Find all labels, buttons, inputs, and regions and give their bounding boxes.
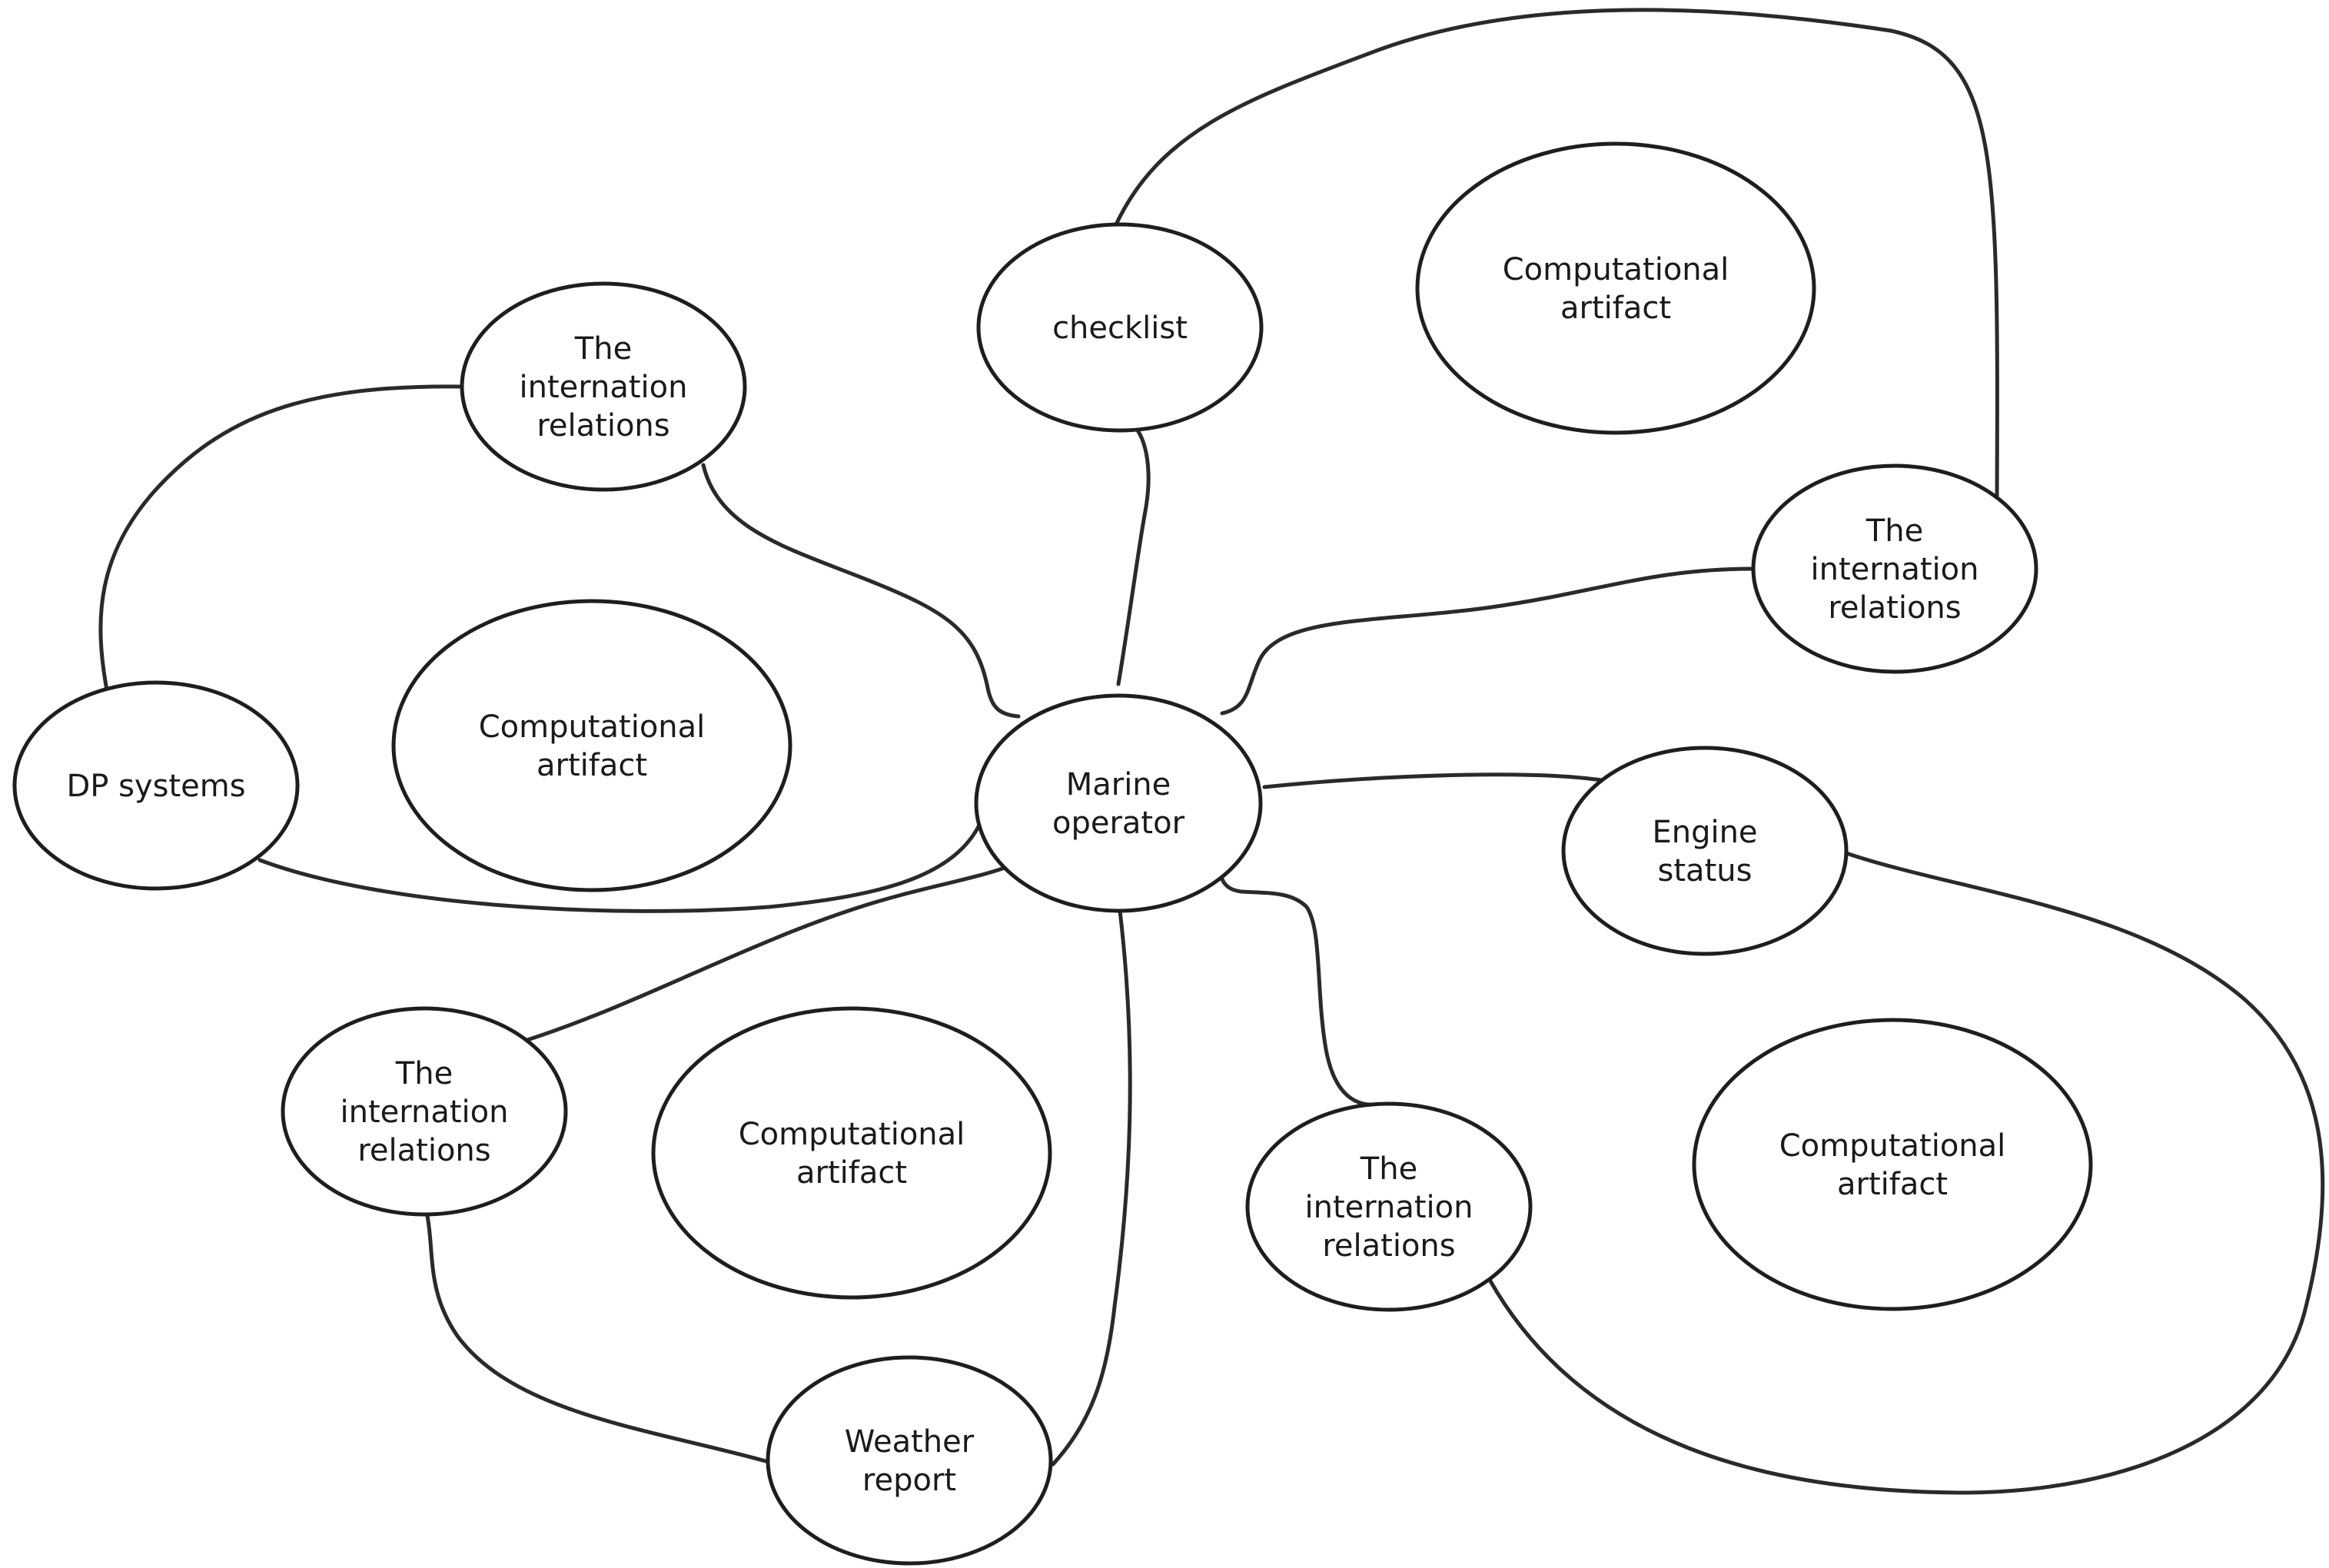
node-label-line: status (1658, 853, 1753, 889)
node-label-line: artifact (796, 1155, 907, 1191)
node-label-line: checklist (1052, 311, 1188, 346)
edge-center-to-ir-bottom-mid (1218, 859, 1380, 1107)
node-label-line: artifact (1560, 291, 1671, 326)
node-label-line: operator (1052, 806, 1185, 841)
node-label-line: relations (537, 408, 669, 443)
node-label-line: Engine (1652, 815, 1757, 850)
node-ellipse (651, 1006, 1052, 1300)
node-label-line: internation (1811, 552, 1979, 587)
node-center: Marine operator (974, 693, 1263, 913)
node-ellipse (1415, 141, 1816, 435)
edge-dp-systems-to-center (257, 812, 986, 913)
node-label-line: Weather (845, 1424, 975, 1460)
node-label-line: relations (1828, 590, 1961, 626)
node-label-line: The (1866, 513, 1923, 549)
node-label-line: relations (357, 1133, 490, 1168)
edge-center-to-engine-status (1262, 772, 1609, 789)
node-label-line: Computational (479, 709, 706, 745)
edge-center-to-ir-bottom-left (525, 860, 1021, 1042)
node-label-line: internation (341, 1095, 509, 1130)
node-label-line: The (574, 331, 632, 367)
edge-center-to-weather-report (1051, 909, 1132, 1467)
node-ellipse (391, 599, 792, 892)
node-ellipse (766, 1355, 1053, 1566)
node-ca-top-right: Computational artifact (1415, 141, 1816, 435)
edges-layer (98, 8, 2325, 1495)
node-label-line: Computational (1779, 1128, 2006, 1164)
node-label-line: DP systems (66, 769, 245, 804)
node-ellipse (1561, 746, 1849, 956)
node-label-line: artifact (537, 748, 647, 783)
node-dp-systems: DP systems (12, 680, 300, 891)
edge-center-to-ir-right (1220, 566, 1755, 716)
edge-center-to-checklist (1116, 428, 1151, 686)
node-ellipse (12, 680, 300, 891)
nodes-layer: MarineoperatorchecklistComputationalarti… (12, 141, 2093, 1566)
node-label-line: internation (1305, 1190, 1473, 1225)
node-label-line: The (395, 1056, 453, 1091)
edge-ir-bottom-left-to-weather-report (425, 1214, 771, 1464)
node-label-line: artifact (1837, 1167, 1948, 1202)
edge-checklist-to-ir-right (1114, 8, 1999, 500)
node-label-line: Computational (739, 1117, 965, 1152)
node-ellipse (976, 222, 1264, 433)
node-label-line: relations (1322, 1228, 1455, 1264)
node-label-line: Computational (1503, 252, 1729, 287)
node-label-line: internation (520, 370, 688, 405)
node-ellipse (1692, 1018, 2093, 1311)
edge-engine-status-to-ir-bottom-mid (1487, 851, 2325, 1495)
node-ellipse (281, 1006, 568, 1217)
node-label-line: The (1360, 1151, 1417, 1187)
node-label-line: report (862, 1463, 956, 1498)
edge-ir-top-left-to-dp-systems (98, 384, 465, 696)
edge-center-to-ir-top-left (701, 463, 1021, 719)
node-ellipse (460, 281, 747, 492)
node-ellipse (1751, 463, 2038, 674)
node-ellipse (974, 693, 1263, 913)
node-ellipse (1245, 1101, 1533, 1312)
node-checklist: checklist (976, 222, 1264, 433)
node-label-line: Marine (1066, 767, 1171, 802)
